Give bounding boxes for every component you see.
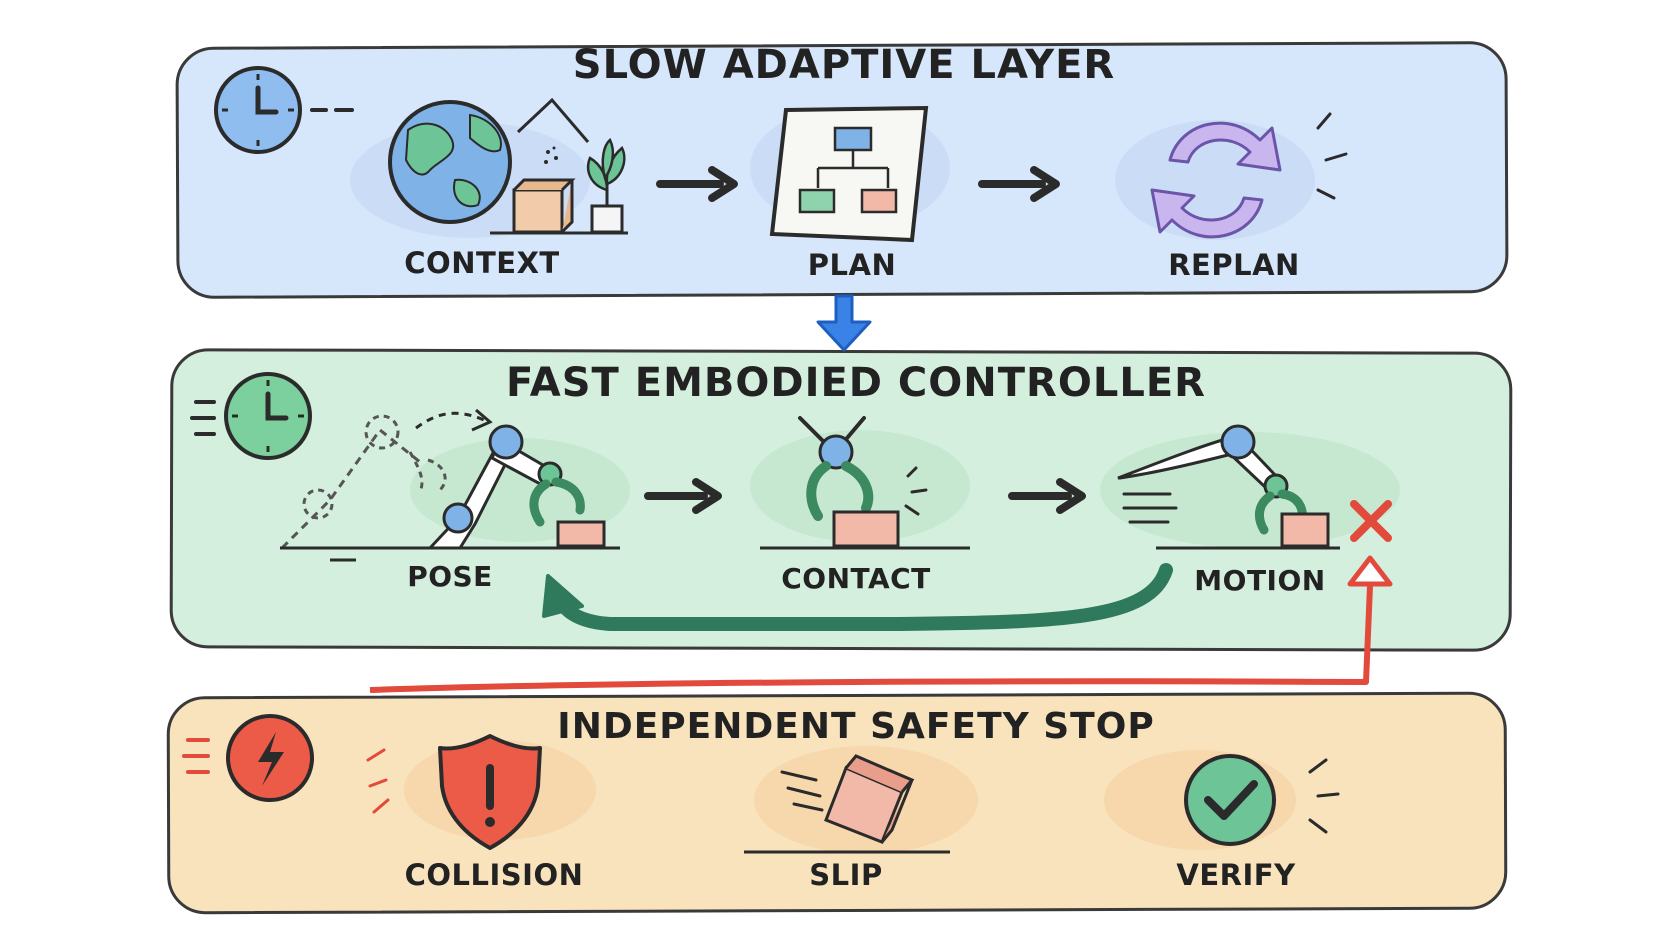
step-label-verify: VERIFY [1176, 858, 1296, 892]
safety-layer-title: INDEPENDENT SAFETY STOP [557, 706, 1155, 747]
slow-layer-title: SLOW ADAPTIVE LAYER [572, 42, 1116, 88]
down-arrow-icon [816, 294, 872, 352]
step-label-context: CONTEXT [404, 246, 560, 280]
step-label-plan: PLAN [807, 248, 897, 282]
step-label-slip: SLIP [809, 858, 883, 892]
step-label-collision: COLLISION [404, 858, 584, 892]
step-label-replan: REPLAN [1168, 248, 1300, 282]
fast-layer-title: FAST EMBODIED CONTROLLER [506, 360, 1206, 406]
step-label-pose: POSE [407, 560, 493, 593]
step-label-motion: MOTION [1194, 564, 1326, 597]
step-label-contact: CONTACT [781, 562, 931, 595]
